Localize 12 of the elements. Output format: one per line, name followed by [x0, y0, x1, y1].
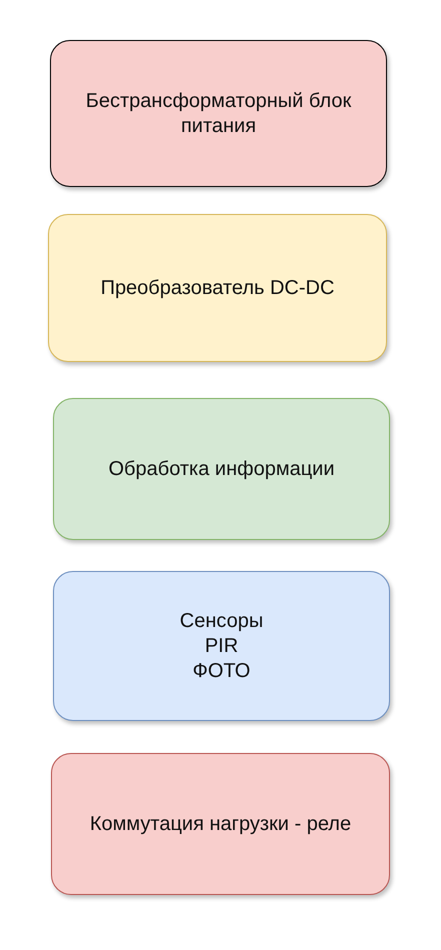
process-box — [51, 753, 390, 895]
box-label: Обработка информации — [108, 456, 334, 482]
process-box — [53, 571, 390, 721]
process-box — [50, 40, 387, 187]
box-label: Преобразователь DC-DC — [100, 276, 334, 300]
box-label: PIR — [204, 634, 238, 658]
box-label: ФОТО — [192, 658, 250, 684]
box-label: Коммутация нагрузки - реле — [90, 812, 352, 836]
box-label: Сенсоры — [180, 608, 264, 634]
process-box — [53, 398, 390, 540]
box-label: Бестрансформаторный блок питания — [84, 88, 352, 138]
process-box — [48, 214, 387, 362]
